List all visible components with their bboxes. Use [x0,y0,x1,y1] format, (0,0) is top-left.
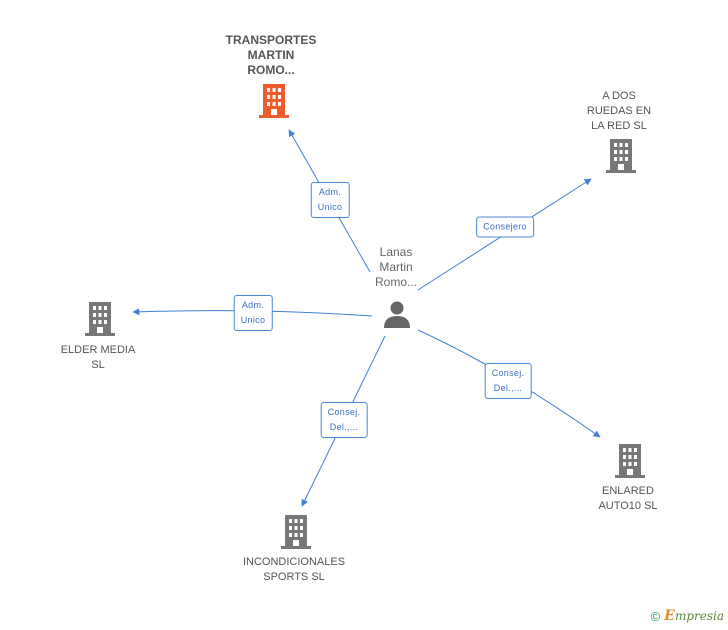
node-label-incondicionales[interactable]: INCONDICIONALES SPORTS SL [243,555,345,585]
edge-label-line: Adm. [241,300,265,310]
center-name-line: Romo... [374,275,418,289]
edge-label-line: Adm. [318,187,342,197]
node-label-line: SL [91,359,105,371]
brand-logo: Empresia [664,608,724,624]
node-label-line: SPORTS SL [263,571,325,583]
building-icon[interactable] [85,302,115,336]
node-label-line: LA RED SL [591,120,647,132]
node-label-line: A DOS [602,90,636,102]
building-icon[interactable] [606,139,636,173]
node-label-line: ELDER MEDIA [60,344,136,356]
node-label-line: TRANSPORTES [225,33,317,47]
person-icon[interactable] [382,299,412,329]
brand-initial: E [664,608,675,624]
edge-label-adosruedas[interactable]: Consejero [476,216,534,238]
edge-label-eldermedia[interactable]: Adm. Unico [233,295,273,331]
node-label-line: INCONDICIONALES [242,556,346,568]
brand-rest: mpresia [674,609,724,623]
edge-label-line: Consej. [491,368,525,378]
edge-label-line: Unico [317,202,343,212]
edge-label-line: Consejero [483,221,527,232]
node-label-line: ROMO... [247,63,295,77]
node-label-transportes[interactable]: TRANSPORTES MARTIN ROMO... [226,33,317,78]
edge-label-line: Unico [240,315,266,325]
node-label-line: MARTIN [247,48,295,62]
center-name-line: Lanas [379,245,413,259]
node-label-line: AUTO10 SL [598,500,658,512]
edge-label-line: Del.,... [329,422,359,432]
center-name-line: Martin [379,260,413,274]
brand-footer[interactable]: © Empresia [651,608,724,624]
building-icon[interactable] [281,515,311,549]
edge-label-enlared[interactable]: Consej. Del.,... [484,363,532,399]
node-label-line: RUEDAS EN [586,105,652,117]
building-icon[interactable] [615,444,645,478]
node-label-line: ENLARED [602,485,654,497]
edge-label-line: Del.,... [493,383,523,393]
edge-label-incondicionales[interactable]: Consej. Del.,... [320,402,368,438]
copyright-icon: © [650,608,661,624]
node-label-adosruedas[interactable]: A DOS RUEDAS EN LA RED SL [587,89,651,134]
node-label-eldermedia[interactable]: ELDER MEDIA SL [61,343,136,373]
node-label-enlared[interactable]: ENLARED AUTO10 SL [598,484,657,514]
edge-label-transportes[interactable]: Adm. Unico [310,182,350,218]
edge-label-line: Consej. [327,407,361,417]
building-icon[interactable] [259,84,289,118]
center-person-name[interactable]: Lanas Martin Romo... [375,245,417,290]
